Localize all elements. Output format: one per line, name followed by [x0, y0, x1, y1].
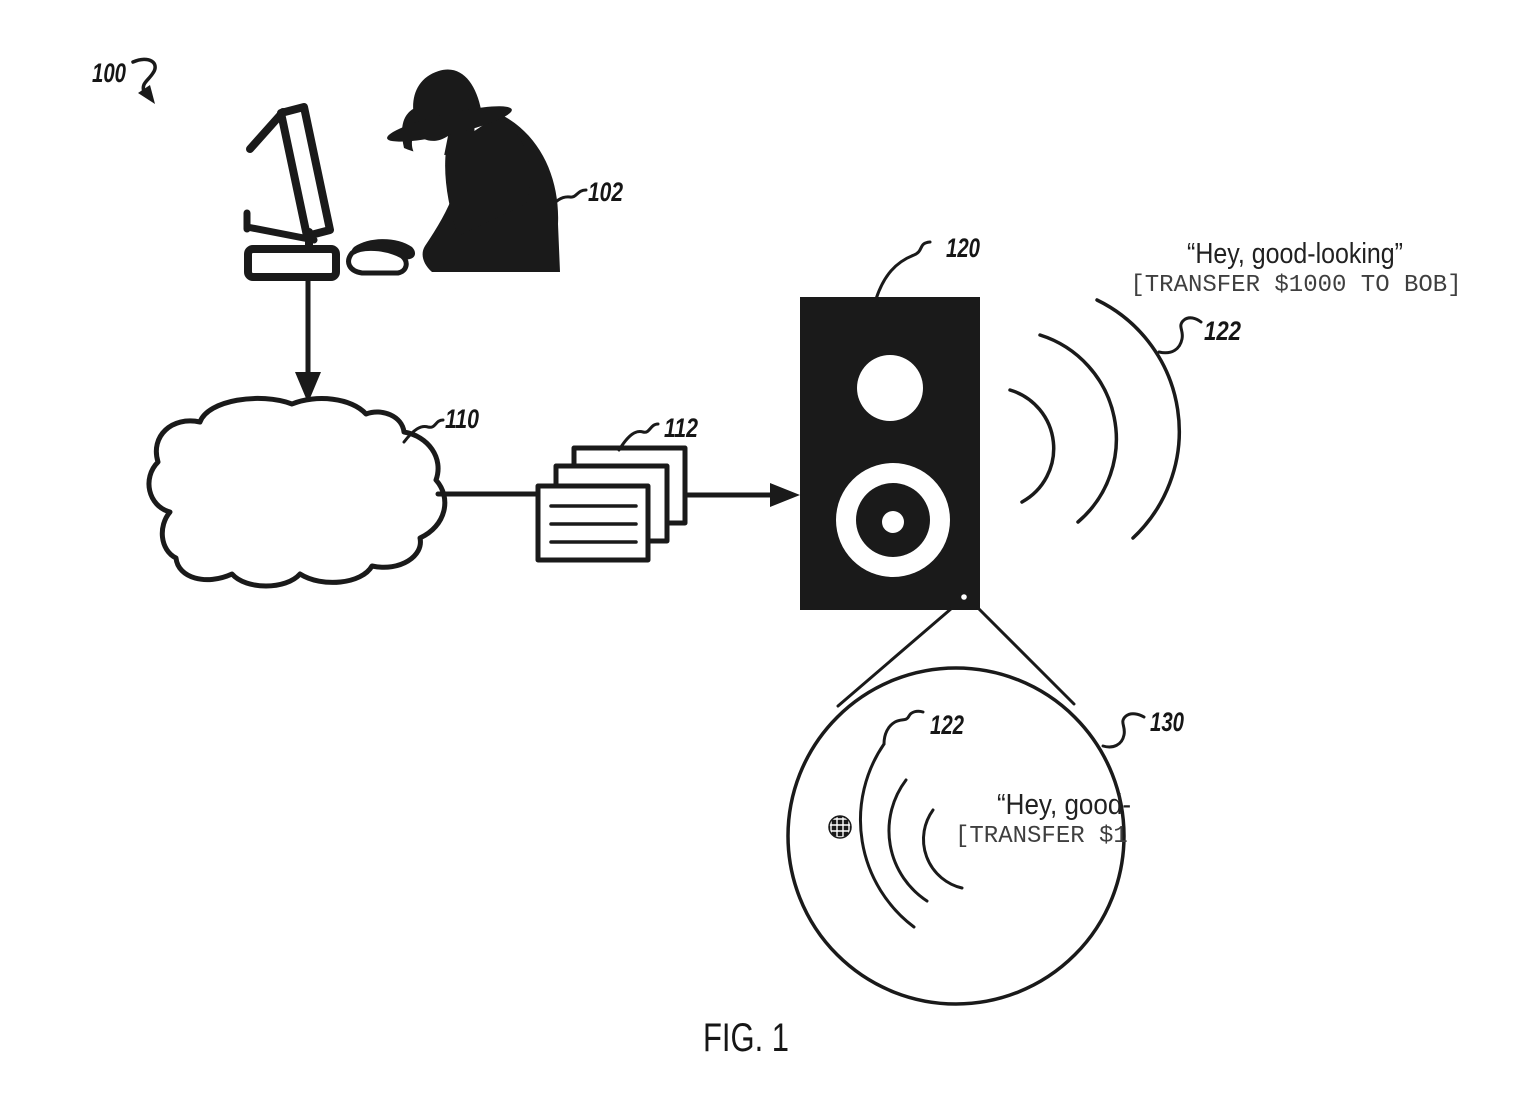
speaker-mic-hole: [961, 594, 967, 600]
magnifier-cone-right: [976, 606, 1076, 706]
desk-line: [243, 223, 318, 244]
arrow-packets-to-speaker: [682, 483, 800, 507]
keyboard-base: [244, 245, 340, 281]
magnifier-circle: [786, 666, 1126, 1006]
smart-speaker: [800, 297, 980, 610]
monitor-screen: [277, 103, 334, 240]
zoom-embedded-command-text: [TRANSFER $1: [955, 823, 1128, 850]
ref-130-leader: [1101, 712, 1146, 749]
hat-brim: [387, 106, 512, 142]
attacker-face: [411, 132, 448, 165]
ref-102-leader: [543, 188, 588, 215]
speech-annotation: “Hey, good-looking” [TRANSFER $1000 TO B…: [1130, 238, 1461, 299]
ref-102-label: 102: [588, 177, 623, 207]
sound-wave-middle: [1038, 333, 1119, 524]
spoken-phrase-text: “Hey, good-looking”: [1187, 238, 1403, 270]
ref-122-zoom-label: 122: [930, 710, 964, 740]
ref-110-leader: [402, 418, 445, 444]
ref-130-label: 130: [1150, 707, 1184, 737]
embedded-command-text: [TRANSFER $1000 TO BOB]: [1130, 272, 1461, 299]
ref-100-label: 100: [92, 58, 126, 88]
arrow-computer-to-network: [295, 276, 321, 403]
speaker-woofer-cap: [882, 511, 904, 533]
sound-wave-inner: [1008, 388, 1056, 504]
sound-waves: [1008, 298, 1182, 540]
magnifier-view: 122 “Hey, good- [TRANSFER $1: [786, 606, 1131, 1006]
sound-wave-outer: [1095, 298, 1182, 540]
speaker-tweeter: [857, 355, 923, 421]
zoom-spoken-phrase-text: “Hey, good-: [997, 789, 1131, 821]
ref-122-label: 122: [1204, 316, 1241, 346]
ref-120-label: 120: [946, 233, 980, 263]
zoom-wave-outer: [859, 742, 916, 929]
network-cloud: [146, 396, 448, 589]
ref-120-leader: [874, 240, 932, 301]
zoom-wave-middle: [887, 778, 929, 903]
figure-caption: FIG. 1: [703, 1016, 789, 1060]
microphone-dot: [828, 815, 852, 839]
zoom-wave-inner: [922, 808, 964, 890]
ref-122-zoom-leader: [882, 709, 925, 746]
ref-110-label: 110: [445, 404, 479, 434]
attacker-figure: [346, 69, 560, 276]
packet-text-lines: [549, 504, 638, 544]
voice-command-packets: [535, 445, 688, 563]
zoomed-sound-waves: [859, 742, 964, 929]
ref-122-leader: [1157, 316, 1203, 355]
ref-112-label: 112: [664, 413, 698, 443]
ref-100-leader-arrow: [131, 57, 157, 104]
computer-mouse: [346, 246, 409, 276]
attacker-computer: [243, 103, 340, 281]
monitor-screen-edge: [246, 108, 287, 153]
ref-112-leader: [617, 422, 660, 452]
attacker-hat: [387, 69, 512, 142]
magnifier-cone-left: [836, 606, 954, 708]
